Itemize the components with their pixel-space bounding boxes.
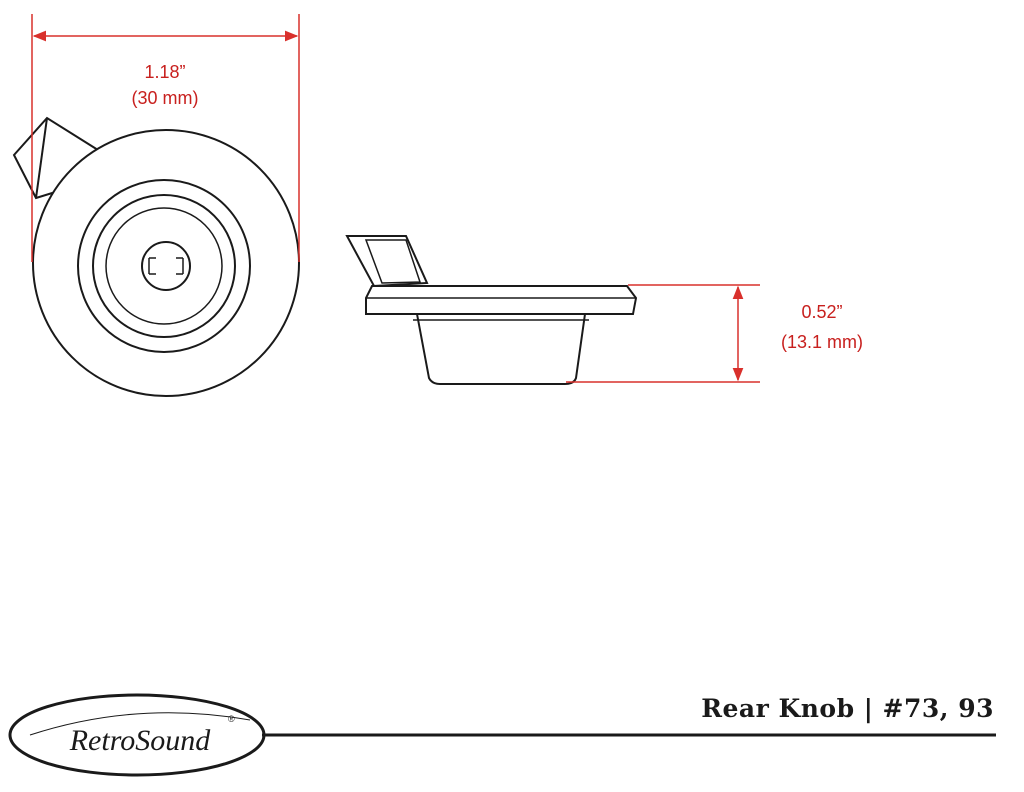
inner-ring-middle (92, 194, 236, 338)
lower-body (416, 313, 586, 385)
side-pointer (345, 235, 429, 288)
width-mm-label: (30 mm) (132, 88, 199, 108)
width-dimension: 1.18” (30 mm) (31, 14, 300, 262)
width-inches-label: 1.18” (144, 62, 185, 82)
inner-ring-outer (77, 179, 251, 353)
flange (365, 285, 638, 315)
side-view-knob (345, 235, 638, 385)
height-mm-label: (13.1 mm) (781, 332, 863, 352)
retrosound-logo: RetroSound ® (8, 693, 266, 777)
drawing-title: Rear Knob | #73, 93 (701, 694, 994, 723)
logo-wordmark: RetroSound (69, 724, 212, 757)
height-inches-label: 0.52” (801, 302, 842, 322)
shaft-hole (141, 241, 191, 291)
height-dimension: 0.52” (13.1 mm) (566, 284, 863, 383)
inner-ring-inner (105, 207, 223, 325)
outer-ring (32, 129, 300, 397)
top-view-knob (12, 116, 300, 397)
registered-mark: ® (228, 714, 235, 724)
